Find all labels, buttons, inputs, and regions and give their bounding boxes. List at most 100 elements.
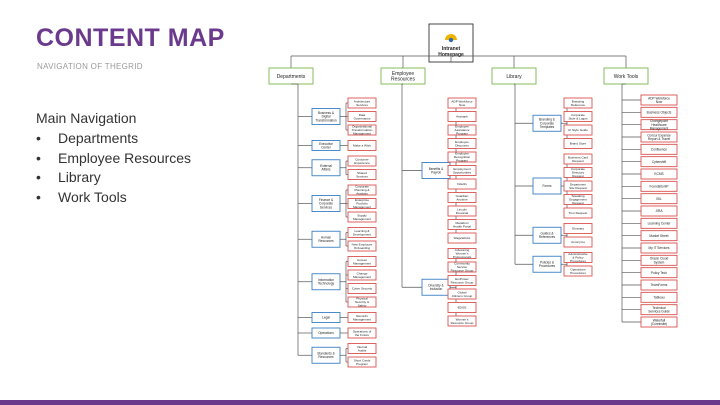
group-node-policies-procedures[interactable]: Policies &Procedures	[532, 255, 562, 273]
leaf-node[interactable]: Make a Wish	[347, 140, 377, 151]
leaf-node[interactable]: Acronyms	[563, 236, 593, 248]
leaf-node[interactable]: ISIL	[640, 193, 678, 205]
leaf-node[interactable]: Aramark	[447, 111, 477, 122]
nav-item-departments: •Departments	[36, 129, 191, 149]
leaf-node[interactable]: TeamForms	[640, 279, 678, 291]
group-node-forms[interactable]: Forms	[532, 177, 562, 195]
group-node-diversity-inclusion[interactable]: Diversity &Inclusion	[421, 278, 451, 296]
node-label: UI Style Guide	[568, 128, 588, 132]
node-box	[640, 304, 678, 316]
leaf-node[interactable]: Confluence	[640, 143, 678, 155]
leaf-node[interactable]: Policy Tech	[640, 267, 678, 279]
leaf-node[interactable]: Waterfall(Coreinsite)	[640, 316, 678, 328]
leaf-node[interactable]: ECMS	[640, 168, 678, 180]
group-node-operations[interactable]: Operations	[311, 327, 341, 339]
leaf-node[interactable]: WageWorks	[447, 232, 477, 244]
group-node-standards-resources[interactable]: Standards &Resources	[311, 346, 341, 364]
leaf-node[interactable]: JIRA	[640, 205, 678, 217]
column-node-departments[interactable]: Departments	[268, 67, 314, 85]
group-node-guides-references[interactable]: Guides &References	[532, 226, 562, 244]
column-node-work-tools[interactable]: Work Tools	[603, 67, 649, 85]
leaf-node[interactable]: EDGE	[447, 302, 477, 313]
page-title: CONTENT MAP	[36, 24, 225, 52]
leaf-node[interactable]: Cyber Security	[347, 283, 377, 294]
node-box	[347, 198, 377, 209]
leaf-node[interactable]: Tableau	[640, 291, 678, 303]
leaf-node[interactable]: FoundationIP	[640, 180, 678, 192]
leaf-node[interactable]: UI Style Guide	[563, 124, 593, 136]
node-label: Fidelity	[457, 182, 467, 186]
leaf-node[interactable]: My IT Services	[640, 242, 678, 254]
leaf-node[interactable]: Cybershift	[640, 156, 678, 168]
leaf-node[interactable]: Tour Request	[563, 207, 593, 219]
leaf-node[interactable]: Learning Center	[640, 217, 678, 229]
node-box	[347, 211, 377, 223]
column-node-library[interactable]: Library	[491, 67, 537, 85]
node-box	[640, 242, 678, 254]
group-node-benefits-payroll[interactable]: Benefits &Payroll	[421, 162, 451, 179]
group-node-legal[interactable]: Legal	[311, 312, 341, 323]
leaf-node[interactable]: Fidelity	[447, 178, 477, 190]
leaf-node[interactable]: Business Objects	[640, 106, 678, 118]
leaf-node[interactable]: Learning &Development	[347, 227, 377, 238]
node-box	[347, 169, 377, 180]
leaf-node[interactable]: Brand Store	[563, 138, 593, 149]
leaf-node[interactable]: Glossary	[563, 223, 593, 234]
leaf-node[interactable]: Market Street	[640, 230, 678, 242]
